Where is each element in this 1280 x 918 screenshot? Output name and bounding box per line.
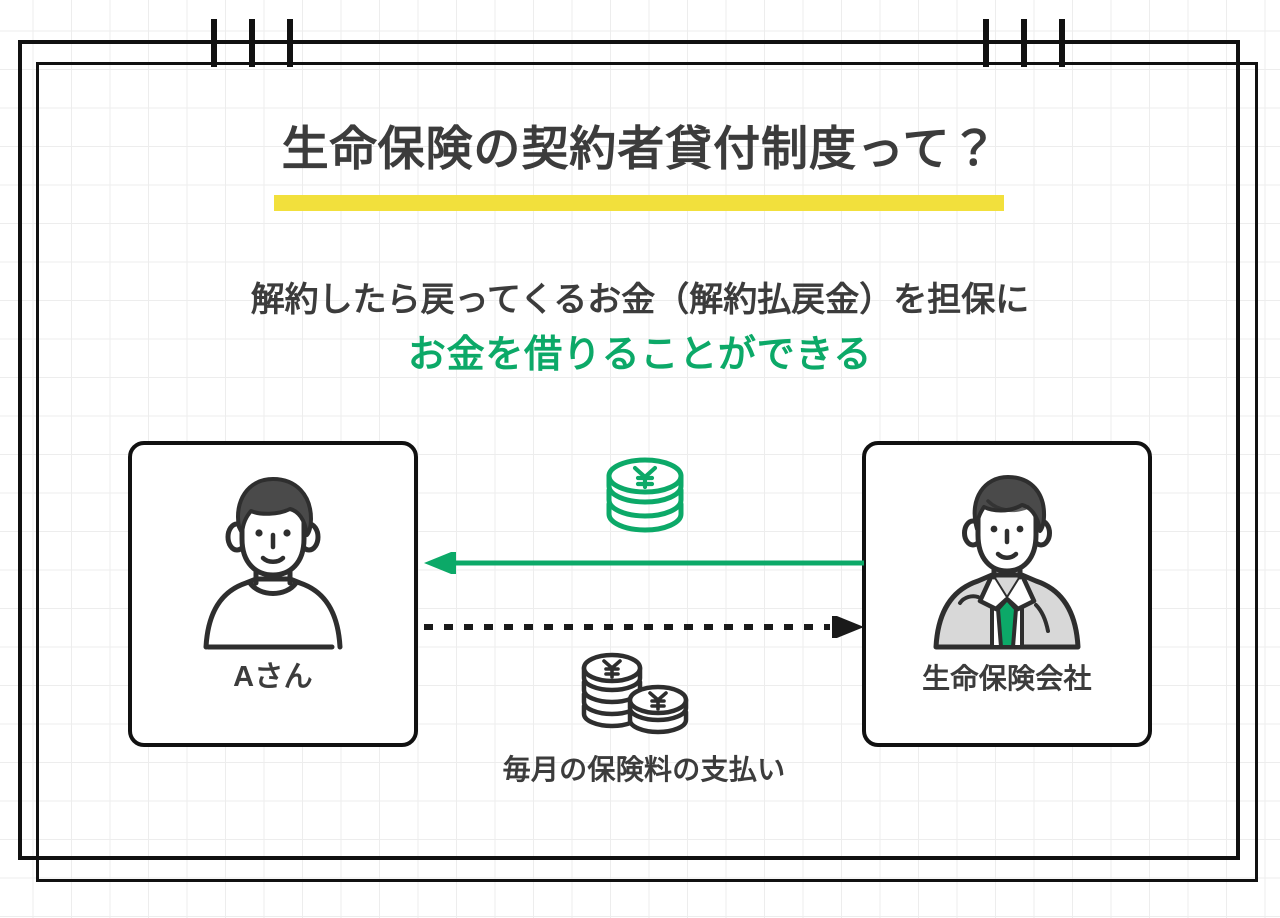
tick-mark-left-3 xyxy=(287,19,293,67)
frame-outer-shadow xyxy=(36,62,1258,882)
tick-mark-left-1 xyxy=(211,19,217,67)
tick-mark-right-3 xyxy=(1059,19,1065,67)
flow-arrow-premium-right xyxy=(424,614,864,640)
actor-label-insurer: 生命保険会社 xyxy=(922,663,1092,694)
coin-stacks-yen-dark-icon xyxy=(578,648,692,740)
subtitle-wrapper: 解約したら戻ってくるお金（解約払戻金）を担保に お金を借りることができる xyxy=(0,278,1280,381)
actor-label-customer: Aさん xyxy=(233,661,313,693)
subtitle-line-1: 解約したら戻ってくるお金（解約払戻金）を担保に xyxy=(250,281,1030,319)
title-underline-highlight xyxy=(274,195,1004,211)
flow-arrow-loan-left xyxy=(424,550,864,576)
frame-main-border xyxy=(18,40,1240,860)
tick-mark-right-1 xyxy=(983,19,989,67)
page-title: 生命保険の契約者貸付制度って？ xyxy=(281,122,999,175)
tick-mark-left-2 xyxy=(249,19,255,67)
businessman-suit-icon xyxy=(866,471,1148,656)
actor-card-customer: Aさん xyxy=(128,441,418,747)
person-casual-icon xyxy=(132,471,414,656)
page-title-wrapper: 生命保険の契約者貸付制度って？ xyxy=(0,120,1280,179)
coin-stack-yen-green-icon xyxy=(601,456,689,534)
subtitle-line-2: お金を借りることができる xyxy=(407,333,873,376)
tick-mark-right-2 xyxy=(1021,19,1027,67)
actor-card-insurer: 生命保険会社 xyxy=(862,441,1152,747)
flow-caption-premium: 毎月の保険料の支払い xyxy=(502,754,786,785)
